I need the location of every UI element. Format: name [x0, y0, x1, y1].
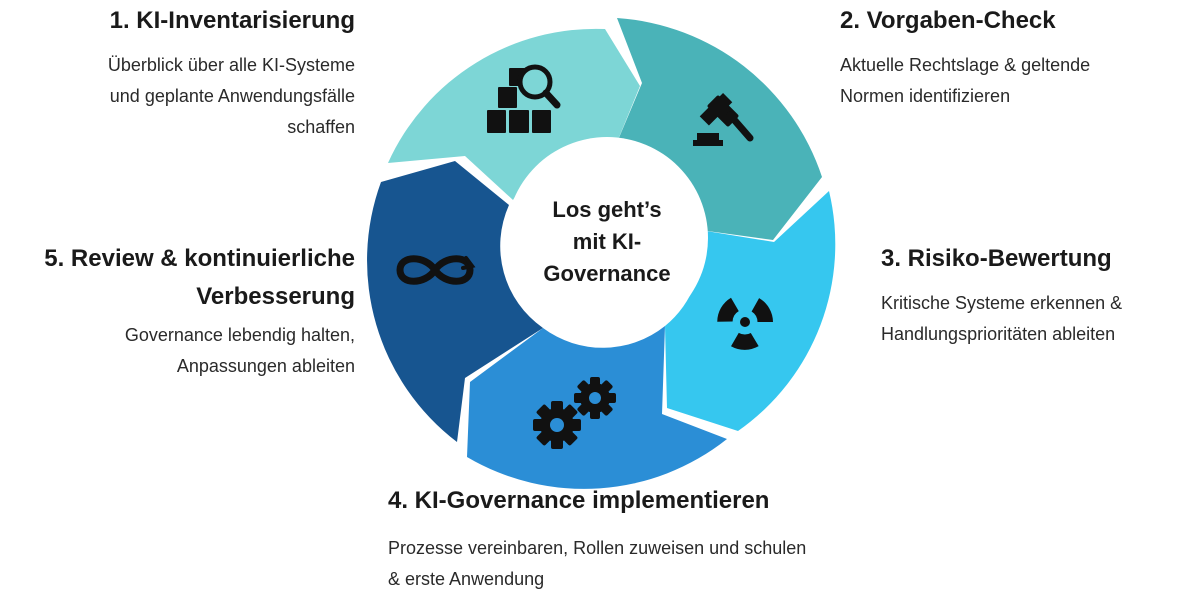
- center-line-3: Governance: [543, 261, 671, 286]
- step-5-line-1: Governance lebendig halten,: [124, 325, 355, 345]
- center-line-1: Los geht’s: [552, 197, 662, 222]
- step-5-line-2: Anpassungen ableiten: [176, 356, 355, 376]
- step-1-line-3: schaffen: [287, 117, 355, 137]
- step-4-line-1: Prozesse vereinbaren, Rollen zuweisen un…: [388, 538, 807, 558]
- step-4-title: 4. KI-Governance implementieren: [388, 487, 770, 514]
- segment-2-regulations: [613, 18, 822, 240]
- step-1-title: 1. KI-Inventarisierung: [109, 7, 355, 34]
- step-2-title: 2. Vorgaben-Check: [840, 7, 1056, 34]
- step-1-line-1: Überblick über alle KI-Systeme: [107, 55, 355, 75]
- step-3-line-2: Handlungsprioritäten ableiten: [881, 324, 1116, 344]
- gavel-icon: [693, 93, 754, 146]
- segment-3-risk: [665, 191, 836, 431]
- center-line-2: mit KI-: [572, 229, 642, 254]
- step-4-implementation: 4. KI-Governance implementieren Prozesse…: [388, 486, 908, 595]
- infinity-loop-icon: [396, 255, 476, 285]
- radiation-icon: [717, 297, 773, 350]
- step-2-line-2: Normen identifizieren: [840, 86, 1011, 106]
- segment-5-review: [367, 161, 543, 442]
- step-1-line-2: und geplante Anwendungsfälle: [109, 86, 355, 106]
- step-4-line-2: & erste Anwendung: [388, 569, 545, 589]
- gears-icon: [533, 377, 616, 449]
- center-circle: [506, 137, 708, 339]
- step-1-inventory: 1. KI-Inventarisierung Überblick über al…: [40, 6, 355, 143]
- step-3-risk: 3. Risiko-Bewertung Kritische Systeme er…: [881, 244, 1191, 350]
- center-label: Los geht’s mit KI- Governance: [507, 194, 707, 290]
- inventory-search-icon: [487, 64, 561, 133]
- step-3-line-1: Kritische Systeme erkennen &: [881, 293, 1123, 313]
- step-2-regulations: 2. Vorgaben-Check Aktuelle Rechtslage & …: [840, 6, 1180, 112]
- step-5-title-line-2: Verbesserung: [196, 283, 355, 310]
- step-5-title: 5. Review & kontinuierliche: [44, 245, 355, 272]
- step-2-line-1: Aktuelle Rechtslage & geltende: [840, 55, 1091, 75]
- step-5-review: 5. Review & kontinuierliche Verbesserung…: [10, 244, 355, 382]
- step-3-title: 3. Risiko-Bewertung: [881, 245, 1112, 272]
